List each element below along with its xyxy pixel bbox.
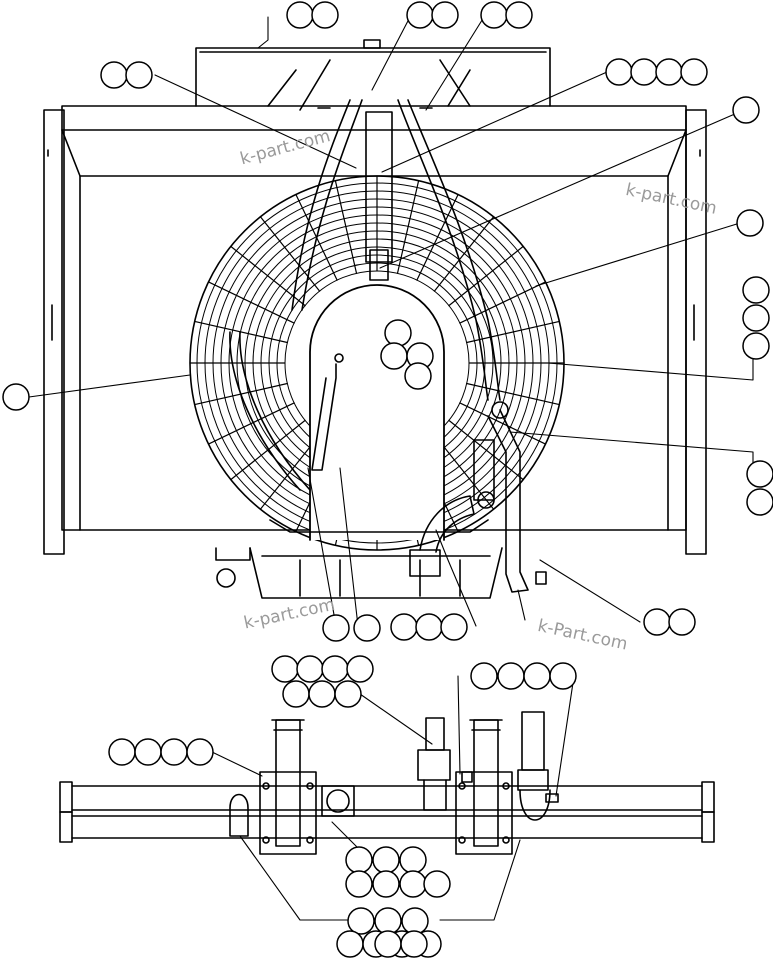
leader-lines-lower <box>211 675 575 921</box>
fan-spoke <box>259 216 321 292</box>
callout-top-right-balloons <box>505 1 533 29</box>
callout-lower-four-right <box>497 662 525 690</box>
fan-spoke <box>416 193 459 281</box>
callout-lower-seven <box>271 655 299 683</box>
callout-lower-four-left <box>160 738 188 766</box>
leader-lines-upper <box>28 16 754 627</box>
fan-spoke <box>207 402 295 445</box>
callout-lower-seven <box>346 655 374 683</box>
callout-lower-nine-bottom <box>401 907 429 935</box>
callout-lower-nine-bottom <box>374 930 402 958</box>
fan-spoke <box>334 180 358 274</box>
fan-spoke <box>466 382 560 406</box>
fan-spoke <box>466 320 560 344</box>
callout-lower-four-right <box>549 662 577 690</box>
callout-right-single-1 <box>732 96 760 124</box>
callout-bottom-triple <box>440 613 468 641</box>
callout-top-center-balloons <box>406 1 434 29</box>
callout-right-stack-3 <box>742 276 770 304</box>
fan-ring <box>189 175 565 551</box>
callout-lower-seven <box>321 655 349 683</box>
callout-upper-left-balloons <box>100 61 128 89</box>
callout-right-stack-2 <box>746 488 773 516</box>
callout-lower-seven-bottom <box>423 870 451 898</box>
callout-lower-nine-bottom <box>400 930 428 958</box>
callout-lower-seven-bottom <box>372 870 400 898</box>
callout-lower-nine-bottom <box>336 930 364 958</box>
fan-spoke <box>230 419 306 481</box>
fan-spoke <box>448 419 524 481</box>
callout-lower-four-left <box>108 738 136 766</box>
callout-bottom-right-pair <box>643 608 671 636</box>
fan-spoke <box>433 216 495 292</box>
callout-upper-right-balloons <box>630 58 658 86</box>
callout-lower-seven-bottom <box>399 846 427 874</box>
callout-bottom-triple <box>390 613 418 641</box>
callout-lower-four-right <box>470 662 498 690</box>
callout-top-left-balloons <box>286 1 314 29</box>
callout-left-single <box>2 383 30 411</box>
callout-lower-seven <box>334 680 362 708</box>
callout-upper-right-balloons <box>680 58 708 86</box>
callout-bottom-pair <box>353 614 381 642</box>
callout-lower-seven-bottom <box>345 846 373 874</box>
callout-center-cluster <box>380 342 408 370</box>
pipe-manifold <box>59 711 715 855</box>
fan-spoke <box>207 281 295 324</box>
callout-lower-seven-bottom <box>372 846 400 874</box>
callout-right-stack-3 <box>742 332 770 360</box>
callout-top-center-balloons <box>431 1 459 29</box>
fan-spoke <box>230 245 306 307</box>
callout-lower-seven-bottom <box>345 870 373 898</box>
fan-spoke <box>448 245 524 307</box>
fan-spoke <box>194 320 288 344</box>
callout-lower-nine-bottom <box>374 907 402 935</box>
callout-bottom-pair <box>322 614 350 642</box>
radiator-frame <box>43 39 707 599</box>
callout-upper-left-balloons <box>125 61 153 89</box>
fan-spoke <box>396 180 420 274</box>
callout-right-stack-3 <box>742 304 770 332</box>
callout-upper-right-balloons <box>655 58 683 86</box>
fan-spoke <box>459 281 547 324</box>
fan-spoke <box>459 402 547 445</box>
callout-right-stack-2 <box>746 460 773 488</box>
callout-top-left-balloons <box>311 1 339 29</box>
callout-right-single-2 <box>736 209 764 237</box>
callout-top-right-balloons <box>480 1 508 29</box>
callout-bottom-right-pair <box>668 608 696 636</box>
callout-lower-nine-bottom <box>347 907 375 935</box>
hose-assembly <box>229 59 547 593</box>
callout-lower-seven-bottom <box>399 870 427 898</box>
callout-lower-seven <box>282 680 310 708</box>
callout-bottom-triple <box>415 613 443 641</box>
callout-lower-four-left <box>134 738 162 766</box>
callout-upper-right-balloons <box>605 58 633 86</box>
callout-center-cluster <box>384 319 412 347</box>
callout-lower-four-right <box>523 662 551 690</box>
callout-lower-seven <box>296 655 324 683</box>
callout-lower-four-left <box>186 738 214 766</box>
callout-lower-seven <box>308 680 336 708</box>
callout-center-cluster <box>404 362 432 390</box>
